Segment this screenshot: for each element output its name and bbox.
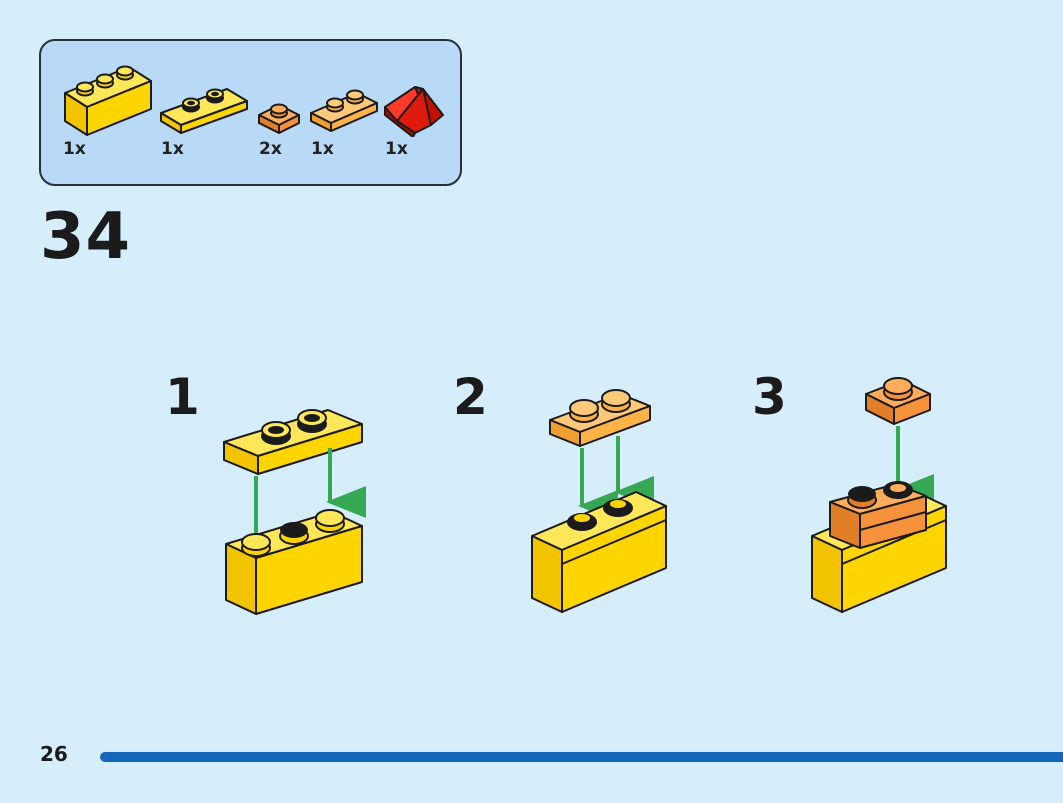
red-slope-brick-icon <box>384 86 444 137</box>
yellow-brick-1x3-icon <box>64 65 152 136</box>
sub-step-1-illustration <box>223 409 366 615</box>
part-qty: 1x <box>161 139 184 159</box>
step-number: 34 <box>40 200 132 274</box>
part-qty: 1x <box>63 139 86 159</box>
sub-step-label: 1 <box>165 368 200 426</box>
light-orange-plate-1x2-icon <box>310 89 378 132</box>
orange-plate-1x1-icon <box>258 103 300 134</box>
progress-bar-fill <box>100 752 1063 762</box>
page-number: 26 <box>40 742 68 766</box>
sub-step-label: 3 <box>752 368 787 426</box>
parts-list: 1x 1x 2x <box>39 39 462 186</box>
sub-step-3-illustration <box>811 377 947 613</box>
yellow-plate-1x3-icon <box>160 88 248 134</box>
part-qty: 2x <box>259 139 282 159</box>
progress-bar <box>100 752 1063 762</box>
sub-step-label: 2 <box>453 368 488 426</box>
part-qty: 1x <box>385 139 408 159</box>
part-qty: 1x <box>311 139 334 159</box>
sub-step-2-illustration <box>531 389 667 613</box>
